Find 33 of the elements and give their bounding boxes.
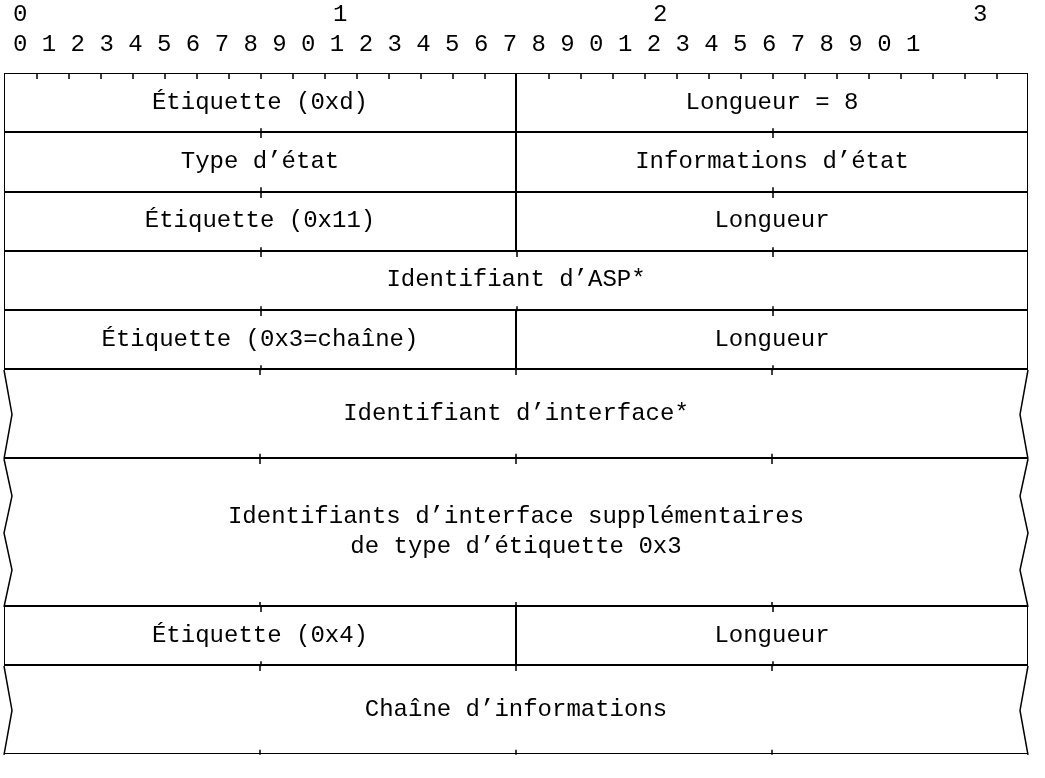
packet-field [4,73,516,133]
packet-field [516,73,1028,133]
packet-field [4,132,516,192]
bit-number: 2 [653,3,668,27]
field-name: Longueur [714,206,830,237]
bit-number: 0 [13,3,28,27]
field-name: Identifiant d’ASP* [386,265,646,296]
field-name: Informations d’état [635,147,909,177]
packet-field [516,606,1028,666]
field-name: Longueur [714,324,830,355]
field-name: Type d’état [180,147,340,177]
packet-field [516,310,1028,370]
variable-length-field [4,369,1028,458]
field-name: Étiquette (0x4) [151,620,368,651]
packet-field [4,250,1028,310]
packet-field [4,191,516,251]
field-name: Étiquette (0x11) [144,206,376,237]
variable-length-field [4,458,1028,606]
field-name: Identifiant d’interface* [343,398,689,429]
field-name: Longueur [714,620,830,651]
field-name: Étiquette (0x3=chaîne) [101,324,419,355]
field-name: Étiquette (0xd) [151,87,368,118]
field-name: Chaîne d’informations [364,694,668,725]
field-name: Longueur = 8 [685,87,859,118]
variable-length-field [4,665,1028,754]
packet-field [4,606,516,666]
packet-field [516,191,1028,251]
packet-field [516,132,1028,192]
packet-field [4,310,516,370]
bit-number: 3 [973,3,988,27]
bit-number: 1 [333,3,348,27]
field-name: Identifiants d’interface supplémentaires de type d’étiquette 0x3 [226,502,806,562]
bit-scale: 0 1 2 3 4 5 6 7 8 9 0 1 2 3 4 5 6 7 8 9 0 1 2 3 4 5 6 7 8 9 0 1 [13,32,921,57]
